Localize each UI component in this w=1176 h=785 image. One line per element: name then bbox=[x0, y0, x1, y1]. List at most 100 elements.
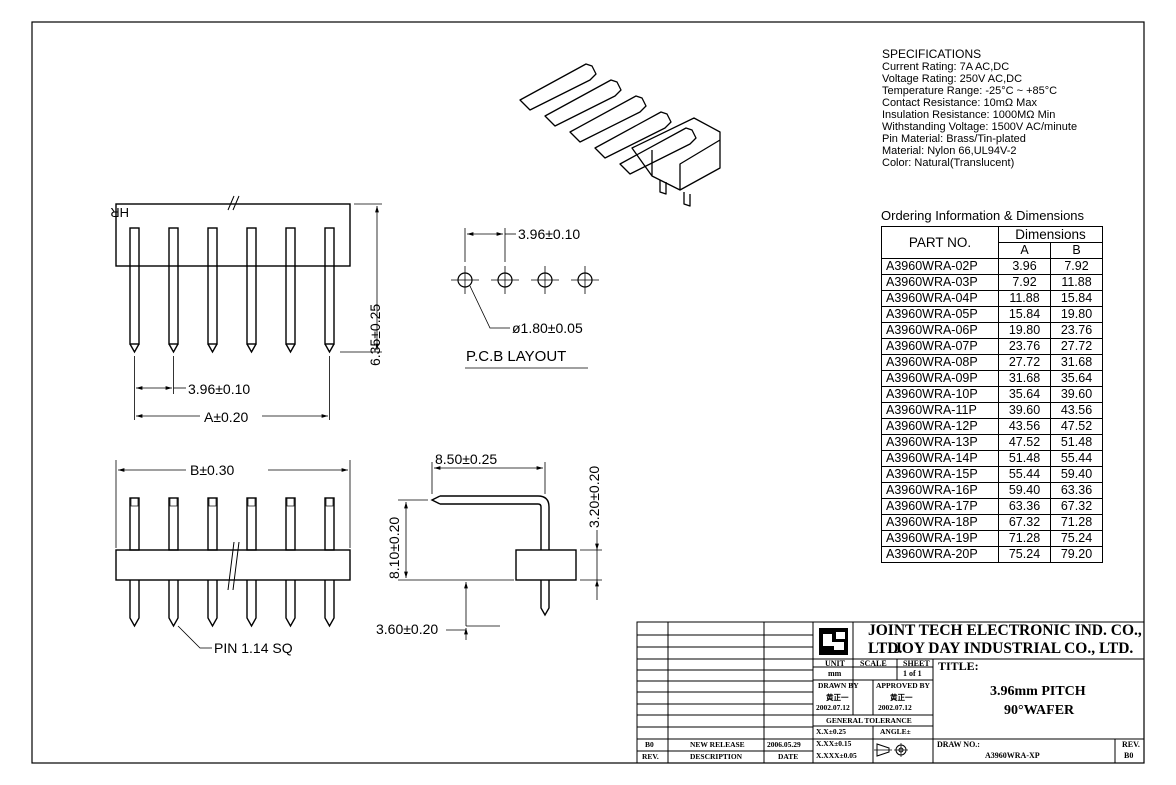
title-label: TITLE: bbox=[938, 659, 979, 673]
company-name-1: JOINT TECH ELECTRONIC IND. CO., LTD. bbox=[868, 622, 1142, 657]
dimension-b-cell: 43.56 bbox=[1050, 402, 1103, 419]
dimension-b-cell: 51.48 bbox=[1050, 434, 1103, 451]
spec-line: Current Rating: 7A AC,DC bbox=[882, 61, 1010, 73]
pin-size-label: PIN 1.14 SQ bbox=[214, 640, 293, 656]
sheet-border bbox=[31, 21, 1145, 764]
side-length-label: 8.50±0.25 bbox=[435, 451, 498, 467]
dimension-a-cell: 47.52 bbox=[998, 434, 1051, 451]
table-header-row: PART NO. Dimensions bbox=[881, 226, 1103, 259]
dimension-a-cell: 67.32 bbox=[998, 514, 1051, 531]
spec-line: Color: Natural(Translucent) bbox=[882, 157, 1015, 169]
dimension-a-cell: 11.88 bbox=[998, 290, 1051, 307]
spec-line: Material: Nylon 66,UL94V-2 bbox=[882, 145, 1017, 157]
dimension-a-cell: 19.80 bbox=[998, 322, 1051, 339]
rev-label: REV. bbox=[1122, 740, 1140, 749]
isometric-pins bbox=[519, 63, 697, 175]
unit-label: UNIT bbox=[825, 659, 846, 668]
revision-column-rev: REV. bbox=[642, 752, 659, 761]
draw-no-value: A3960WRA-XP bbox=[985, 751, 1040, 760]
dimension-a-cell: 43.56 bbox=[998, 418, 1051, 435]
dimension-a-cell: 71.28 bbox=[998, 530, 1051, 547]
part-number-cell: A3960WRA-04P bbox=[881, 290, 999, 307]
height-label: 6.35±0.25 bbox=[367, 303, 383, 366]
projection-symbol-icon bbox=[874, 743, 908, 757]
front-view bbox=[115, 460, 351, 649]
part-number-cell: A3960WRA-02P bbox=[881, 258, 999, 275]
part-number-cell: A3960WRA-06P bbox=[881, 322, 999, 339]
dimension-a-cell: 51.48 bbox=[998, 450, 1051, 467]
front-view-pins bbox=[129, 497, 335, 628]
drawn-by-label: DRAWN BY bbox=[818, 681, 859, 690]
spec-line: Pin Material: Brass/Tin-plated bbox=[882, 133, 1026, 145]
part-number-cell: A3960WRA-13P bbox=[881, 434, 999, 451]
dimension-b-cell: 47.52 bbox=[1050, 418, 1103, 435]
dimension-a-cell: 7.92 bbox=[998, 274, 1051, 291]
angle-label: ANGLE± bbox=[880, 727, 911, 736]
drawing-title-line2: 90°WAFER bbox=[1004, 703, 1075, 718]
dimension-b-cell: 23.76 bbox=[1050, 322, 1103, 339]
revision-column-description: DESCRIPTION bbox=[690, 752, 743, 761]
side-view-housing bbox=[515, 549, 577, 581]
part-number-cell: A3960WRA-12P bbox=[881, 418, 999, 435]
dimension-a-cell: 15.84 bbox=[998, 306, 1051, 323]
a-dimension-label: A±0.20 bbox=[204, 409, 249, 425]
pcb-layout-label: P.C.B LAYOUT bbox=[466, 348, 567, 365]
pcb-layout bbox=[451, 228, 599, 369]
dimension-b-cell: 15.84 bbox=[1050, 290, 1103, 307]
b-dimension-label: B±0.30 bbox=[190, 462, 235, 478]
dimension-a-cell: 59.40 bbox=[998, 482, 1051, 499]
dimension-b-cell: 35.64 bbox=[1050, 370, 1103, 387]
part-number-cell: A3960WRA-19P bbox=[881, 530, 999, 547]
dimension-a-cell: 55.44 bbox=[998, 466, 1051, 483]
part-number-cell: A3960WRA-05P bbox=[881, 306, 999, 323]
general-tolerance: GENERAL TOLERANCE bbox=[826, 716, 912, 725]
revision-entry-rev: B0 bbox=[645, 740, 654, 749]
dimension-a-cell: 3.96 bbox=[998, 258, 1051, 275]
approved-date: 2002.07.12 bbox=[878, 703, 912, 712]
company-name-2: JOY DAY INDUSTRIAL CO., LTD. bbox=[894, 640, 1134, 657]
drawing-title-line1: 3.96mm PITCH bbox=[990, 684, 1086, 699]
side-tail-label: 3.60±0.20 bbox=[376, 621, 439, 637]
dimension-b-cell: 67.32 bbox=[1050, 498, 1103, 515]
top-view-pins bbox=[129, 227, 335, 354]
unit-value: mm bbox=[828, 669, 842, 678]
pcb-pitch-label: 3.96±0.10 bbox=[518, 226, 581, 242]
dimension-a-cell: 27.72 bbox=[998, 354, 1051, 371]
drawn-by-name: 黄正一 bbox=[826, 693, 849, 702]
scale-label: SCALE bbox=[860, 659, 887, 668]
dimension-b-cell: 71.28 bbox=[1050, 514, 1103, 531]
part-number-cell: A3960WRA-10P bbox=[881, 386, 999, 403]
dimension-b-cell: 55.44 bbox=[1050, 450, 1103, 467]
revision-column-date: DATE bbox=[778, 752, 799, 761]
dimension-b-cell: 79.20 bbox=[1050, 546, 1103, 563]
spec-line: Withstanding Voltage: 1500V AC/minute bbox=[882, 121, 1078, 133]
pitch-front-label: 3.96±0.10 bbox=[188, 381, 251, 397]
isometric-view bbox=[519, 63, 721, 207]
part-number-cell: A3960WRA-07P bbox=[881, 338, 999, 355]
hr-mark: HR bbox=[110, 205, 129, 220]
side-top-label: 3.20±0.20 bbox=[586, 465, 602, 528]
rev-value: B0 bbox=[1124, 751, 1134, 760]
dimension-b-cell: 27.72 bbox=[1050, 338, 1103, 355]
part-number-cell: A3960WRA-18P bbox=[881, 514, 999, 531]
dimension-a-cell: 63.36 bbox=[998, 498, 1051, 515]
revision-entry-description: NEW RELEASE bbox=[690, 740, 745, 749]
side-height-label: 8.10±0.20 bbox=[386, 516, 402, 579]
dimension-b-cell: 75.24 bbox=[1050, 530, 1103, 547]
tolerance-3: X.XXX±0.05 bbox=[816, 751, 857, 760]
dimension-b-cell: 7.92 bbox=[1050, 258, 1103, 275]
tolerance-2: X.XX±0.15 bbox=[816, 739, 852, 748]
